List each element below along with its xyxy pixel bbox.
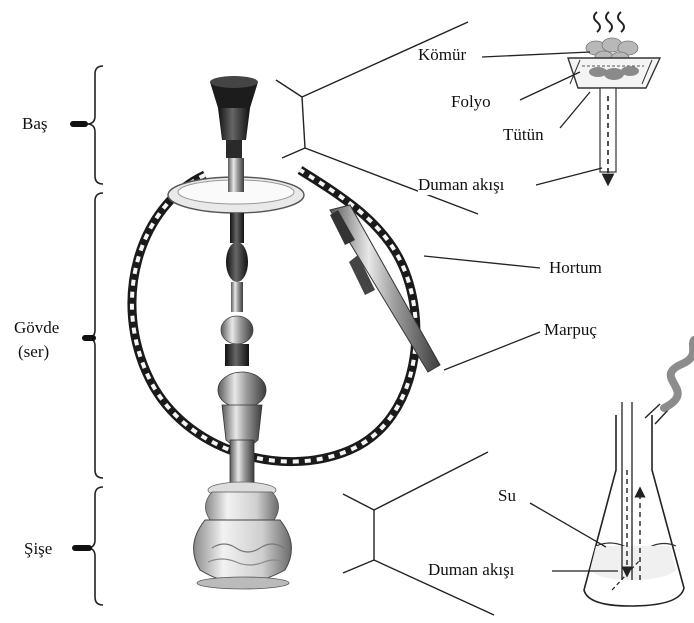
bottle-drawing bbox=[194, 482, 292, 589]
section-label-body-sub: (ser) bbox=[18, 342, 49, 362]
hose-leader bbox=[424, 256, 540, 268]
bottle-callout-lines bbox=[343, 452, 494, 615]
label-foil: Folyo bbox=[451, 92, 491, 112]
label-water: Su bbox=[498, 486, 516, 506]
label-smoke-flow-bottom: Duman akışı bbox=[428, 560, 514, 580]
heat-waves-icon bbox=[594, 12, 624, 32]
head-tab bbox=[70, 121, 88, 127]
head-inset bbox=[568, 12, 660, 180]
label-mouthpiece: Marpuç bbox=[544, 320, 597, 340]
bracket-head bbox=[87, 66, 103, 184]
body-tab bbox=[82, 335, 96, 341]
section-label-bottle: Şişe bbox=[24, 539, 52, 559]
bowl-drawing bbox=[210, 76, 258, 158]
bottle-tab bbox=[72, 545, 92, 551]
smoke-wisp-icon bbox=[664, 340, 694, 408]
mouthpiece-leader bbox=[444, 332, 540, 370]
label-hose: Hortum bbox=[549, 258, 602, 278]
label-coal: Kömür bbox=[418, 45, 466, 65]
section-label-head: Baş bbox=[22, 114, 48, 134]
hose-loop bbox=[132, 170, 416, 462]
label-tobacco: Tütün bbox=[503, 125, 544, 145]
bottle-inset bbox=[584, 340, 694, 606]
tray-drawing bbox=[168, 158, 304, 213]
section-label-body: Gövde bbox=[14, 318, 59, 338]
label-smoke-flow-top: Duman akışı bbox=[418, 175, 504, 195]
